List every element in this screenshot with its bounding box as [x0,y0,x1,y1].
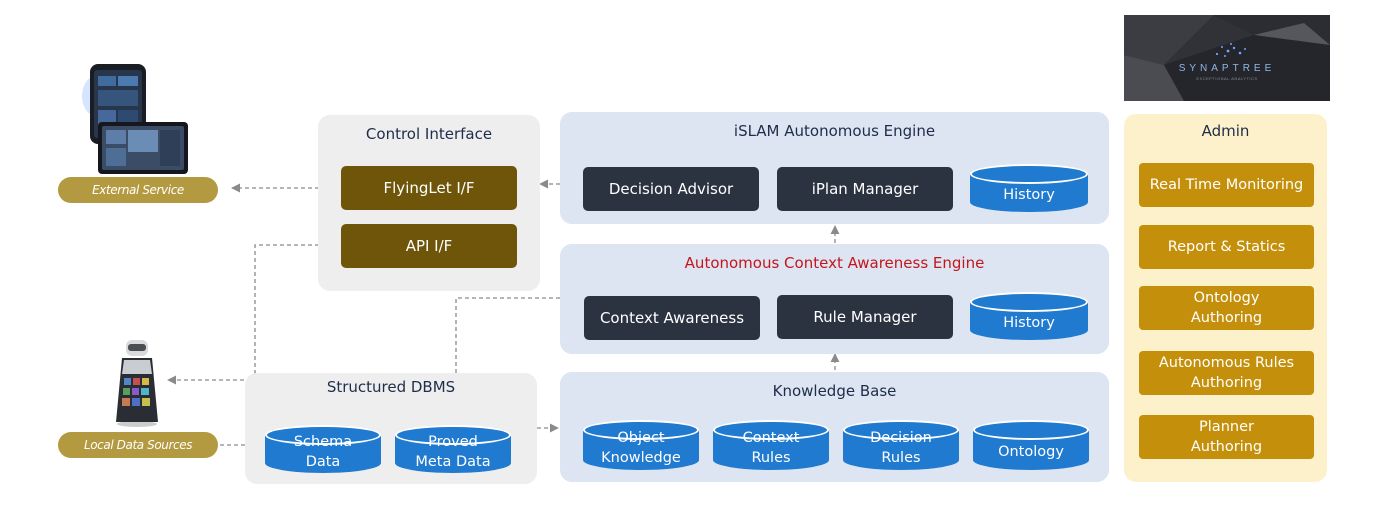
external-service-label: External Service [92,183,184,197]
admin-item-real-time-monitoring[interactable]: Real Time Monitoring [1139,163,1314,207]
rule-manager-label: Rule Manager [813,308,917,326]
structured-dbms-panel: Structured DBMS Schema Data Proved Meta … [245,373,537,484]
control-interface-panel: Control Interface FlyingLet I/F API I/F [318,115,540,291]
islam-engine-title: iSLAM Autonomous Engine [733,122,936,140]
islam-history-label: History [1003,187,1055,203]
admin-item-ontology-authoring[interactable]: Ontology Authoring [1139,286,1314,330]
logo-tagline: EXCEPTIONAL ANALYTICS [1196,76,1258,81]
decision-advisor-box[interactable]: Decision Advisor [583,167,759,211]
external-service-pill: External Service [58,177,218,203]
context-awareness-label: Context Awareness [599,309,745,327]
proved-meta-data-cylinder[interactable]: Proved Meta Data [395,425,511,473]
ontology-label: Ontology [998,444,1064,460]
iplan-manager-label: iPlan Manager [811,180,919,198]
context-engine-title: Autonomous Context Awareness Engine [684,254,985,272]
flyinglet-if-box[interactable]: FlyingLet I/F [341,166,517,210]
proved-meta-data-label: Proved Meta Data [415,434,491,470]
schema-data-cylinder[interactable]: Schema Data [265,425,381,473]
device-illustration [78,62,188,174]
local-data-sources-label: Local Data Sources [83,438,193,452]
admin-panel: Admin Real Time Monitoring Report & Stat… [1124,114,1327,482]
islam-history-cylinder[interactable]: History [970,164,1088,212]
synaptree-logo: SYNAPTREE EXCEPTIONAL ANALYTICS [1124,15,1330,101]
context-rules-label: Context Rules [742,430,800,466]
api-if-box[interactable]: API I/F [341,224,517,268]
admin-item-report-statics[interactable]: Report & Statics [1139,225,1314,269]
context-history-cylinder[interactable]: History [970,292,1088,340]
object-knowledge-label: Object Knowledge [601,430,681,466]
logo-name: SYNAPTREE [1178,63,1276,74]
decision-advisor-label: Decision Advisor [608,180,734,198]
admin-title: Admin [1201,122,1250,140]
islam-engine-panel: iSLAM Autonomous Engine Decision Advisor… [560,112,1109,224]
context-history-label: History [1003,315,1055,331]
knowledge-base-panel: Knowledge Base Object Knowledge Context … [560,372,1109,482]
context-awareness-box[interactable]: Context Awareness [584,296,760,340]
robot-illustration [112,338,162,428]
iplan-manager-box[interactable]: iPlan Manager [777,167,953,211]
decision-rules-cylinder[interactable]: Decision Rules [843,420,959,470]
local-data-sources-pill: Local Data Sources [58,432,218,458]
admin-item-planner-authoring[interactable]: Planner Authoring [1139,415,1314,459]
api-if-label: API I/F [405,237,453,255]
object-knowledge-cylinder[interactable]: Object Knowledge [583,420,699,470]
context-rules-cylinder[interactable]: Context Rules [713,420,829,470]
admin-item-autonomous-rules-authoring[interactable]: Autonomous Rules Authoring [1139,351,1314,395]
control-interface-title: Control Interface [365,125,493,143]
knowledge-base-title: Knowledge Base [772,382,897,400]
flyinglet-if-label: FlyingLet I/F [383,179,475,197]
structured-dbms-title: Structured DBMS [326,378,456,396]
ontology-cylinder[interactable]: Ontology [973,420,1089,470]
context-engine-panel: Autonomous Context Awareness Engine Cont… [560,244,1109,354]
arrow-api-to-local [167,244,340,385]
decision-rules-label: Decision Rules [870,430,932,466]
rule-manager-box[interactable]: Rule Manager [777,295,953,339]
schema-data-label: Schema Data [293,434,353,470]
